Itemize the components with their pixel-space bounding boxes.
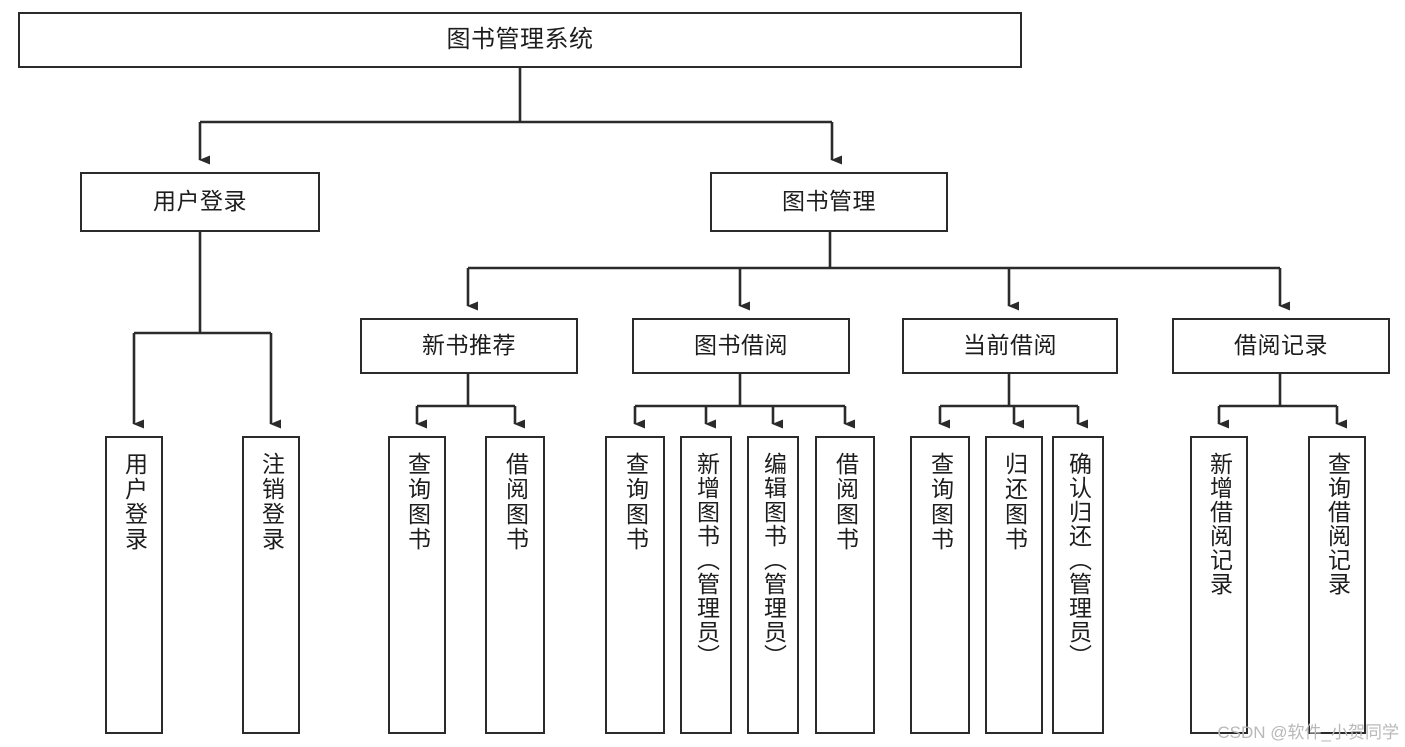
- node-leaf-return-book-label: 归还图书: [1001, 452, 1028, 552]
- node-leaf-query-record-label: 查询借阅记录: [1324, 452, 1351, 596]
- node-leaf-query-book-2[interactable]: 查询图书: [605, 436, 665, 734]
- node-leaf-add-record-label: 新增借阅记录: [1206, 452, 1233, 596]
- node-borrow-record[interactable]: 借阅记录: [1172, 318, 1390, 374]
- node-root-label: 图书管理系统: [446, 25, 594, 53]
- node-user-login[interactable]: 用户登录: [80, 172, 320, 232]
- node-book-borrow[interactable]: 图书借阅: [632, 318, 850, 374]
- node-leaf-confirm-return-label: 确认归还（管理员）: [1065, 452, 1092, 668]
- node-leaf-borrow-book-1[interactable]: 借阅图书: [485, 436, 545, 734]
- node-current-borrow-label: 当前借阅: [963, 332, 1057, 359]
- node-leaf-query-record[interactable]: 查询借阅记录: [1308, 436, 1366, 734]
- node-new-book-recommend[interactable]: 新书推荐: [360, 318, 578, 374]
- node-borrow-record-label: 借阅记录: [1234, 332, 1328, 359]
- node-leaf-add-book-label: 新增图书（管理员）: [693, 452, 720, 668]
- node-leaf-query-book-3-label: 查询图书: [927, 452, 954, 552]
- node-leaf-borrow-book-2-label: 借阅图书: [832, 452, 859, 552]
- node-leaf-add-book[interactable]: 新增图书（管理员）: [680, 436, 732, 734]
- node-leaf-user-login[interactable]: 用户登录: [105, 436, 163, 734]
- node-leaf-logout-label: 注销登录: [258, 452, 285, 552]
- node-leaf-add-record[interactable]: 新增借阅记录: [1190, 436, 1248, 734]
- node-leaf-query-book-2-label: 查询图书: [622, 452, 649, 552]
- node-book-manage[interactable]: 图书管理: [710, 172, 948, 232]
- node-leaf-borrow-book-1-label: 借阅图书: [502, 452, 529, 552]
- node-book-borrow-label: 图书借阅: [694, 332, 788, 359]
- node-leaf-query-book-3[interactable]: 查询图书: [910, 436, 970, 734]
- node-book-manage-label: 图书管理: [782, 188, 876, 215]
- node-new-book-recommend-label: 新书推荐: [422, 332, 516, 359]
- node-leaf-return-book[interactable]: 归还图书: [985, 436, 1043, 734]
- node-root[interactable]: 图书管理系统: [18, 12, 1022, 68]
- node-leaf-edit-book-label: 编辑图书（管理员）: [760, 452, 787, 668]
- node-leaf-borrow-book-2[interactable]: 借阅图书: [815, 436, 875, 734]
- csdn-watermark: CSDN @软件_小贺同学: [1217, 723, 1399, 742]
- node-leaf-confirm-return[interactable]: 确认归还（管理员）: [1052, 436, 1104, 734]
- node-leaf-logout[interactable]: 注销登录: [242, 436, 300, 734]
- node-leaf-user-login-label: 用户登录: [121, 452, 148, 552]
- node-leaf-query-book-1[interactable]: 查询图书: [388, 436, 446, 734]
- node-leaf-edit-book[interactable]: 编辑图书（管理员）: [747, 436, 799, 734]
- node-user-login-label: 用户登录: [153, 188, 247, 215]
- node-leaf-query-book-1-label: 查询图书: [404, 452, 431, 552]
- node-current-borrow[interactable]: 当前借阅: [902, 318, 1118, 374]
